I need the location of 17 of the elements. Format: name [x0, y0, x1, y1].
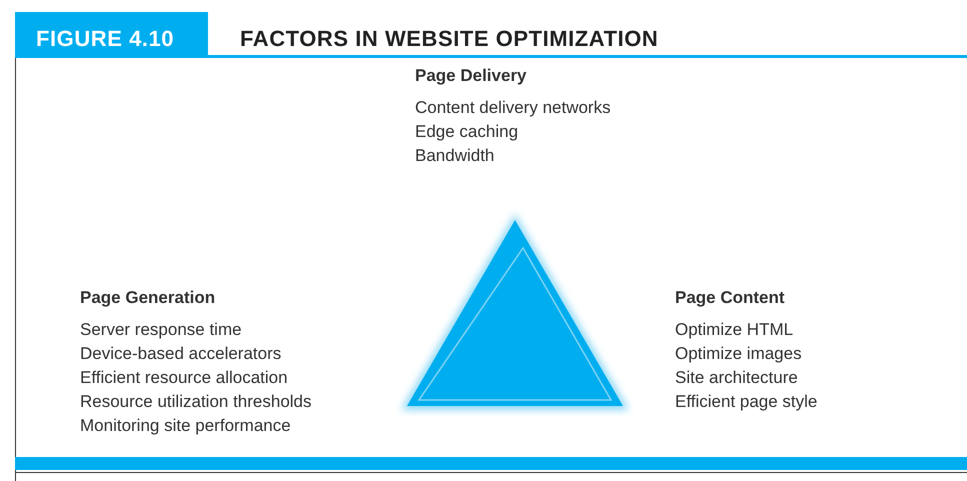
factor-heading: Page Content	[675, 287, 786, 309]
factor-item: Efficient resource allocation	[80, 367, 289, 389]
factor-item: Efficient page style	[675, 391, 818, 413]
factor-item: Server response time	[80, 319, 243, 341]
factor-item: Resource utilization thresholds	[80, 391, 312, 413]
factor-item: Device-based accelerators	[80, 343, 282, 365]
factor-item: Edge caching	[415, 121, 520, 143]
factor-heading: Page Generation	[80, 287, 216, 309]
figure-title: FACTORS IN WEBSITE OPTIMIZATION	[240, 25, 658, 53]
factor-item: Site architecture	[675, 367, 799, 389]
factor-item: Content delivery networks	[415, 97, 611, 119]
factor-item: Monitoring site performance	[80, 415, 292, 437]
factor-item: Optimize images	[675, 343, 803, 365]
factor-item: Bandwidth	[415, 145, 496, 167]
factor-item: Optimize HTML	[675, 319, 794, 341]
figure-number: FIGURE 4.10	[36, 25, 174, 53]
factor-heading: Page Delivery	[415, 65, 528, 87]
